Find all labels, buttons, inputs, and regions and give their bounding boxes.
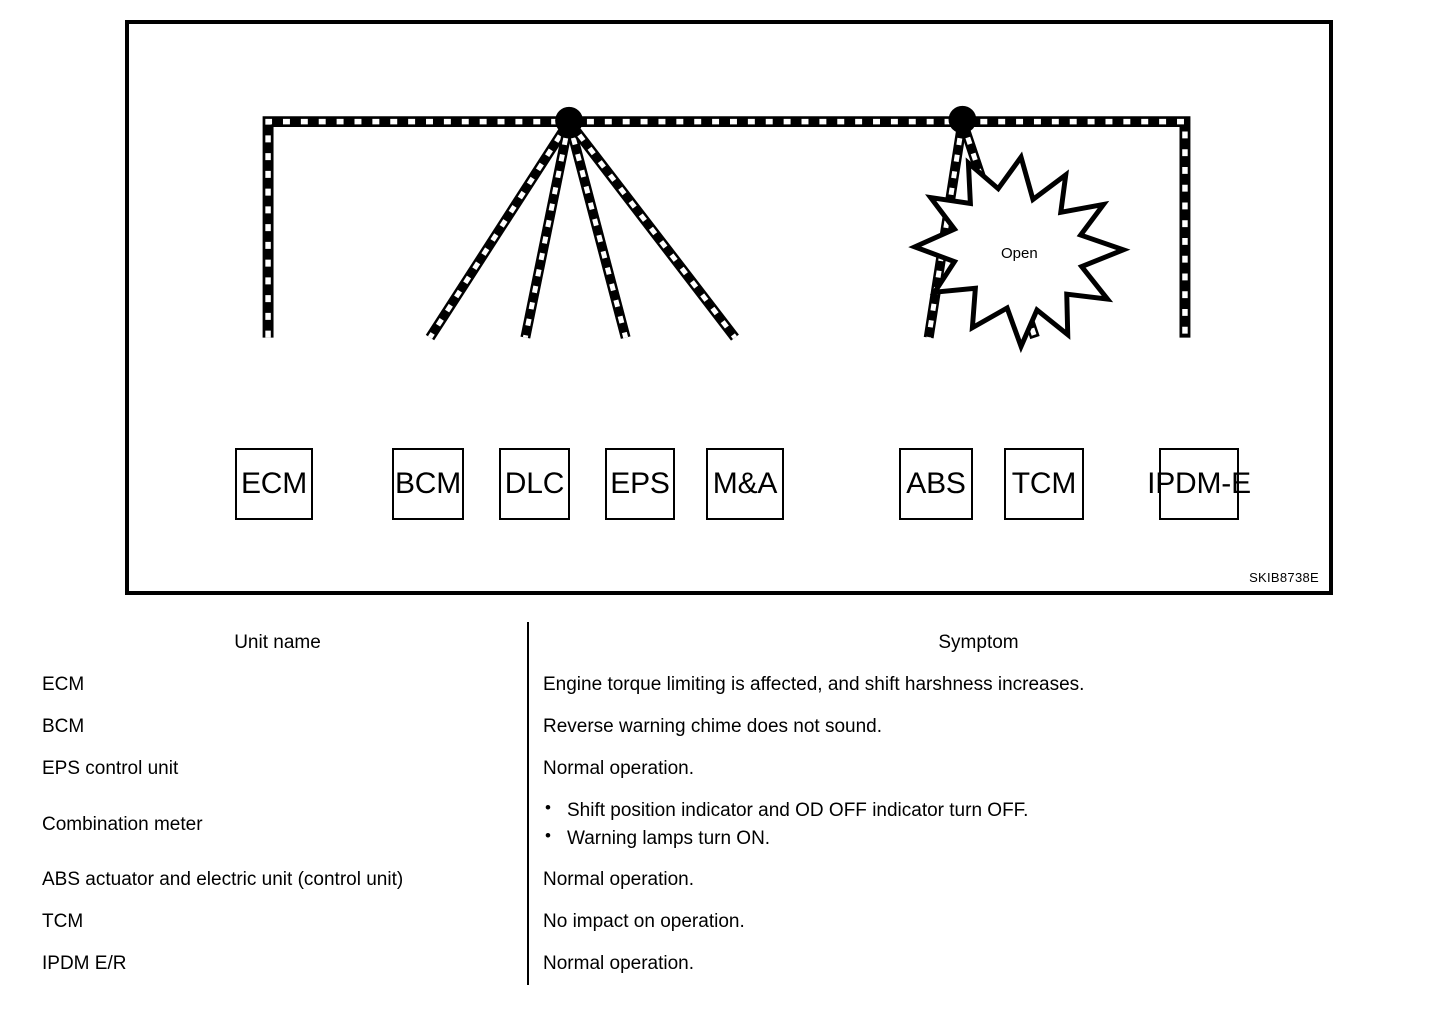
symptom-bullet-item: Shift position indicator and OD OFF indi… — [543, 796, 1414, 825]
cell-unit-name: ABS actuator and electric unit (control … — [28, 859, 529, 902]
unit-box-abs-label: ABS — [906, 467, 966, 500]
cell-unit-name: ECM — [28, 664, 529, 706]
figure-reference-code: SKIB8738E — [1249, 570, 1319, 585]
table-row: EPS control unit Normal operation. — [28, 748, 1428, 790]
cell-symptom: Normal operation. — [543, 758, 695, 779]
cell-unit-name: Combination meter — [28, 790, 529, 860]
unit-box-ecm[interactable]: ECM — [235, 448, 313, 520]
table-row: IPDM E/R Normal operation. — [28, 943, 1428, 986]
unit-box-abs[interactable]: ABS — [899, 448, 973, 520]
can-bus-schematic: .bus-base { stroke:#000; stroke-width:11… — [262, 105, 1191, 354]
table-row: ECM Engine torque limiting is affected, … — [28, 664, 1428, 706]
cell-unit-name: EPS control unit — [28, 748, 529, 790]
table-row: TCM No impact on operation. — [28, 901, 1428, 944]
cell-symptom: Shift position indicator and OD OFF indi… — [528, 790, 1428, 859]
symptom-table: Unit name Symptom ECM Engine torque limi… — [28, 622, 1428, 986]
symptom-bullet-list: Shift position indicator and OD OFF indi… — [543, 790, 1414, 859]
cell-symptom: Normal operation. — [543, 869, 695, 891]
table-row: BCM Reverse warning chime does not sound… — [28, 706, 1428, 748]
can-bus-trunk — [262, 116, 1191, 338]
unit-box-tcm[interactable]: TCM — [1004, 448, 1084, 520]
unit-box-ma-label: M&A — [712, 467, 778, 500]
unit-box-eps[interactable]: EPS — [605, 448, 675, 520]
diagram-panel: .bus-base { stroke:#000; stroke-width:11… — [125, 20, 1333, 595]
cell-unit-name: TCM — [28, 901, 529, 944]
unit-box-dlc[interactable]: DLC — [499, 448, 570, 520]
unit-box-bcm-label: BCM — [394, 467, 462, 500]
branch-group-left — [425, 118, 739, 341]
table-header-row: Unit name Symptom — [28, 622, 1428, 664]
unit-box-eps-label: EPS — [610, 467, 670, 500]
cell-unit-name: BCM — [28, 706, 529, 748]
junction-dot-right — [948, 105, 977, 134]
column-header-symptom: Symptom — [938, 632, 1019, 653]
table-row: ABS actuator and electric unit (control … — [28, 859, 1428, 902]
symptom-bullet-item: Warning lamps turn ON. — [543, 824, 1414, 853]
unit-box-ma[interactable]: M&A — [706, 448, 784, 520]
unit-box-bcm[interactable]: BCM — [392, 448, 464, 520]
cell-symptom: No impact on operation. — [543, 911, 745, 933]
unit-box-ecm-label: ECM — [240, 467, 308, 500]
unit-box-tcm-label: TCM — [1011, 467, 1077, 500]
unit-box-dlc-label: DLC — [504, 467, 565, 500]
junction-dot-left — [555, 106, 583, 135]
cell-symptom: Normal operation. — [543, 953, 695, 975]
starburst-icon — [908, 151, 1131, 354]
unit-box-ipdm-e-label: IPDM-E — [1147, 467, 1251, 500]
unit-box-ipdm-e[interactable]: IPDM-E — [1147, 448, 1251, 520]
table-row: Combination meter Shift position indicat… — [28, 790, 1428, 860]
cell-symptom: Engine torque limiting is affected, and … — [543, 674, 1085, 695]
column-header-unit-name: Unit name — [28, 622, 529, 664]
cell-unit-name: IPDM E/R — [28, 943, 529, 986]
cell-symptom: Reverse warning chime does not sound. — [543, 716, 883, 737]
